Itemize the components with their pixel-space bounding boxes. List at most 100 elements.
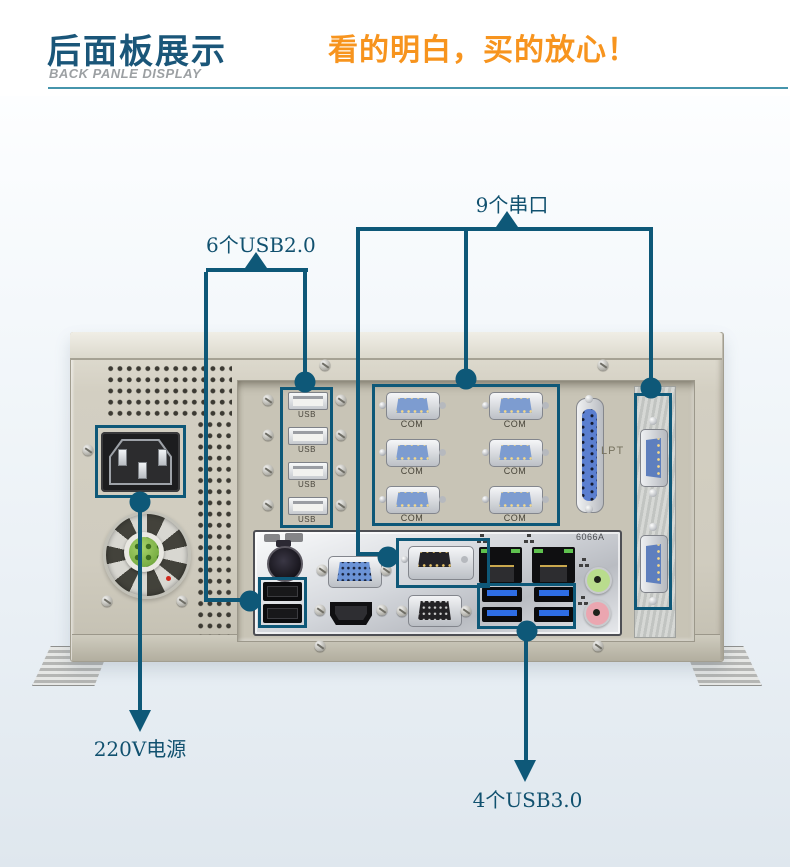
ps2-tab [276,540,291,547]
screw [335,499,347,511]
tagline: 看的明白，买的放心！ [328,34,638,67]
callout-line [204,272,208,602]
screw [82,444,94,456]
screw [262,429,274,441]
chassis-top-lip [70,332,722,360]
com-port-label: COM [503,419,527,429]
power-pin [118,449,127,466]
callout-serial-arrow [496,211,518,227]
com-port [482,486,543,514]
usb2-port [288,462,328,480]
callout-line [464,231,468,370]
com-port [482,392,543,420]
vent-holes-top [104,361,232,417]
usb2-port [288,427,328,445]
serial-port [640,535,668,593]
page-subtitle: BACK PANLE DISPLAY [49,66,202,81]
com-port-label: COM [400,513,424,523]
screw [376,604,388,616]
usb2-port [288,392,328,410]
standoff [649,417,657,425]
usb3-port [534,587,574,602]
callout-usb3-arrow [514,760,536,782]
vga-port-secondary [408,595,462,627]
page-title: 后面板展示 [47,33,227,71]
screw [335,464,347,476]
hdmi-port [330,602,372,625]
cert-mark [285,533,303,542]
usb2-port-black [263,604,302,623]
callout-dot [239,590,261,612]
callout-line [356,227,653,231]
screw [380,564,392,576]
screw [319,359,331,371]
header-divider [48,87,788,89]
power-pin [138,462,147,479]
callout-line [206,268,308,272]
standoff [585,395,593,403]
callout-line [524,638,528,762]
callout-line [356,231,360,552]
screw [262,499,274,511]
callout-box-usb2-io [258,577,307,628]
callout-box-serial-io [396,538,490,588]
ethernet-port [532,547,575,583]
com-port-label: COM [400,419,424,429]
usb3-port [482,607,522,622]
callout-usb3-label: 4个USB3.0 [472,788,583,812]
screw [460,605,472,617]
screw [176,595,188,607]
com-port [482,439,543,467]
screw [101,595,113,607]
serial-port-onboard [401,546,474,580]
screw [262,394,274,406]
callout-dot [455,368,477,390]
screw [396,605,408,617]
callout-power-label: 220V电源 [93,737,187,761]
network-icon [524,534,534,543]
callout-dot [294,371,316,393]
callout-box-usb2-column [280,387,333,528]
com-port-label: COM [503,466,527,476]
callout-dot [129,491,151,513]
ethernet-port [479,547,522,583]
com-port [379,392,440,420]
line-out-icon [579,558,589,567]
callout-line [649,231,653,379]
screw [335,394,347,406]
callout-usb2-label: 6个USB2.0 [206,233,316,257]
usb2-port [288,497,328,515]
callout-usb2-arrow [245,252,267,268]
model-marking: 6066A [576,532,605,542]
callout-box-com [372,384,560,526]
standoff [585,505,593,513]
callout-line [303,272,307,374]
usb3-port [534,607,574,622]
callout-serial-label: 9个串口 [475,193,549,217]
usb2-port-black [263,582,302,601]
serial-port [640,429,668,487]
screw [592,640,604,652]
callout-power-arrow [129,710,151,732]
screw [597,359,609,371]
audio-jack-line-out [585,567,612,594]
fan-hub-center [129,537,159,567]
standoff [649,523,657,531]
screw [314,640,326,652]
callout-line [356,552,382,556]
fan-indicator-dot [166,576,171,581]
usb-port-label: USB [298,445,316,454]
callout-line [204,598,248,602]
com-port-label: COM [400,466,424,476]
cert-mark [264,534,280,542]
com-port [379,439,440,467]
lpt-label: LPT [601,445,625,457]
vent-holes-strip [194,417,231,635]
usb-port-label: USB [298,410,316,419]
lpt-port [576,398,604,513]
screw [314,604,326,616]
com-port-label: COM [503,513,527,523]
standoff [649,597,657,605]
usb-port-label: USB [298,480,316,489]
